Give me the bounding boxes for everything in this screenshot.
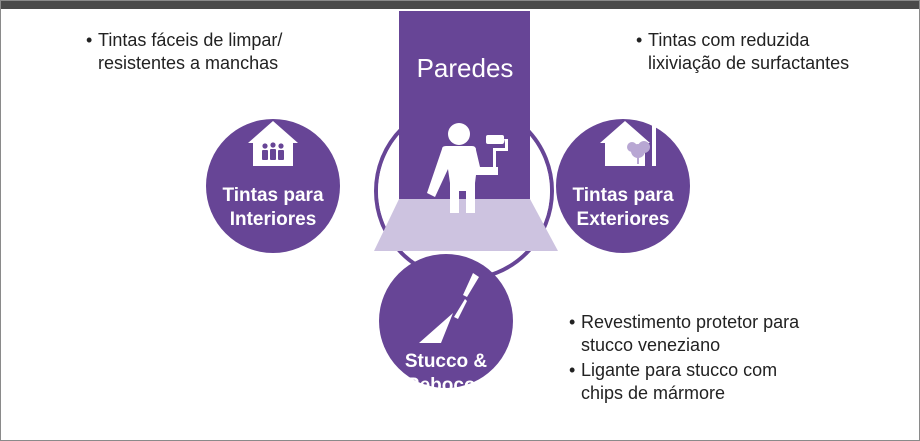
note-line2: resistentes a manchas	[98, 53, 279, 73]
note-line2: chips de mármore	[581, 383, 726, 403]
stucco-label-line2: Rebocos	[405, 375, 487, 396]
note-line1: Ligante para stucco com	[581, 360, 778, 380]
note-line2: stucco veneziano	[581, 335, 721, 355]
interiors-label-line2: Interiores	[229, 209, 317, 230]
exteriors-label: Tintas para Exteriores	[563, 184, 683, 232]
floor-shape	[374, 199, 558, 251]
stucco-note-1: •Revestimento protetor para stucco venez…	[569, 311, 799, 357]
exteriors-label-line2: Exteriores	[576, 209, 670, 230]
center-title: Paredes	[416, 53, 514, 83]
exteriors-node	[556, 119, 690, 253]
painter-roller-icon	[427, 123, 508, 213]
house-family-icon	[248, 121, 298, 166]
house-tree-icon	[600, 121, 656, 166]
note-line1: Tintas fáceis de limpar/	[98, 30, 283, 50]
stucco-label: Stucco & Rebocos	[386, 350, 506, 398]
top-bar	[1, 1, 919, 9]
bullet-dot: •	[569, 312, 576, 332]
note-line2: lixiviação de surfactantes	[648, 53, 850, 73]
exteriors-label-line1: Tintas para	[572, 185, 674, 206]
bullet-dot: •	[636, 30, 643, 50]
stucco-label-line1: Stucco &	[404, 351, 488, 372]
interiors-node	[206, 119, 340, 253]
bullet-dot: •	[86, 30, 93, 50]
exteriors-note: •Tintas com reduzida lixiviação de surfa…	[636, 29, 849, 75]
trowel-icon	[419, 273, 479, 343]
stucco-note-2: •Ligante para stucco com chips de mármor…	[569, 359, 777, 405]
interiors-note: •Tintas fáceis de limpar/ resistentes a …	[86, 29, 282, 75]
interiors-label-line1: Tintas para	[222, 185, 324, 206]
interiors-label: Tintas para Interiores	[213, 184, 333, 232]
note-line1: Revestimento protetor para	[581, 312, 800, 332]
note-line1: Tintas com reduzida	[648, 30, 810, 50]
bullet-dot: •	[569, 360, 576, 380]
